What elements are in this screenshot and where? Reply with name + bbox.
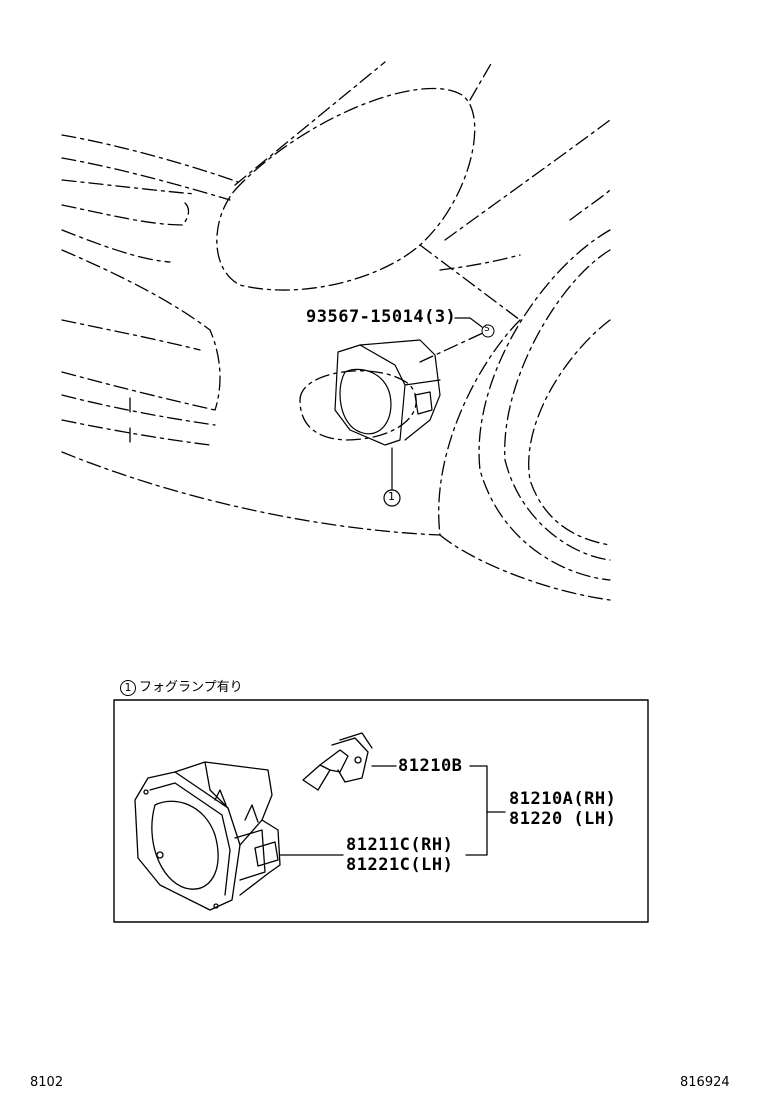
assembly-lh-part-number: 81220 (LH)	[509, 809, 617, 829]
circled-number-icon: 1	[120, 679, 136, 696]
car-body-outline	[61, 61, 611, 601]
footer-right-code: 816924	[680, 1075, 730, 1090]
clip-part-number: 93567-15014(3)	[306, 307, 457, 327]
housing-lh-part-number: 81221C(LH)	[346, 855, 454, 875]
bulb-part-number: 81210B	[398, 756, 463, 776]
assembly-rh-part-number: 81210A(RH)	[509, 789, 617, 809]
housing-rh-part-number: 81211C(RH)	[346, 835, 454, 855]
fog-lamp-on-vehicle	[334, 317, 495, 507]
footer-left-code: 8102	[30, 1075, 64, 1090]
inset-frame	[113, 699, 649, 923]
ref-marker: 1	[388, 490, 395, 503]
inset-caption-text: フォグランプ有り	[139, 680, 243, 695]
inset-fog-lamp-drawing	[134, 732, 506, 911]
clip-symbol: S	[484, 324, 490, 334]
